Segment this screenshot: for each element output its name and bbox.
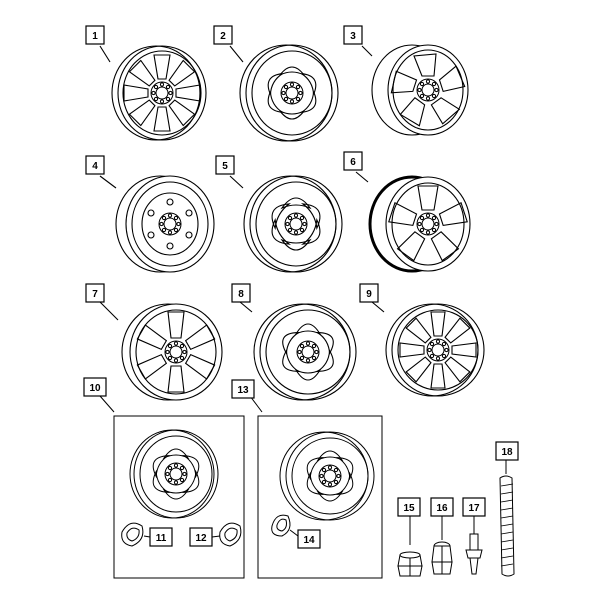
center-cap-11 — [121, 522, 144, 547]
callout-box-2 — [213, 25, 233, 45]
leader-line — [249, 395, 263, 413]
callout-3: 3 — [350, 31, 356, 42]
callout-14: 14 — [303, 535, 315, 546]
callout-box-18 — [495, 441, 519, 461]
leader-line — [99, 45, 111, 63]
leader-line — [229, 45, 244, 63]
leader-line — [371, 301, 385, 313]
leader-line — [355, 171, 369, 183]
callout-4: 4 — [92, 161, 98, 172]
leader-line — [143, 535, 151, 538]
wheel-8 — [239, 301, 357, 401]
callout-15: 15 — [403, 503, 415, 514]
leader-line — [99, 175, 117, 189]
kit-box-10 — [99, 395, 245, 579]
callout-box-11 — [149, 527, 173, 547]
wheel-2 — [229, 44, 339, 142]
callout-box-9 — [359, 283, 379, 303]
callout-1: 1 — [92, 31, 98, 42]
wheel-9 — [371, 301, 485, 397]
leader-line — [99, 301, 119, 321]
lug-nut-15 — [397, 516, 423, 577]
callout-16: 16 — [436, 503, 448, 514]
callout-13: 13 — [237, 385, 249, 396]
callout-box-13 — [231, 379, 255, 399]
callout-box-5 — [215, 155, 235, 175]
callout-box-16 — [430, 497, 454, 517]
callout-box-7 — [85, 283, 105, 303]
wheel-7 — [99, 301, 223, 401]
callout-11: 11 — [156, 533, 167, 544]
callout-box-17 — [462, 497, 486, 517]
callout-box-10 — [83, 377, 107, 397]
callout-2: 2 — [220, 31, 226, 42]
leader-line — [99, 395, 115, 413]
lug-nut-16 — [431, 516, 453, 575]
callout-17: 17 — [468, 503, 480, 514]
callout-box-1 — [85, 25, 105, 45]
wheel-6 — [355, 171, 471, 273]
callout-10: 10 — [89, 383, 101, 394]
kit-box-13 — [249, 395, 383, 579]
callout-box-8 — [231, 283, 251, 303]
leader-line — [211, 535, 221, 538]
wheel-1 — [99, 45, 207, 141]
wheel-5 — [229, 175, 343, 273]
valve-stem-17 — [465, 516, 483, 575]
wheel-weight-strip-18 — [499, 460, 515, 577]
callout-box-12 — [189, 527, 213, 547]
callout-box-6 — [343, 151, 363, 171]
callout-5: 5 — [222, 161, 228, 172]
wheel-4 — [99, 175, 215, 273]
wheel-3 — [361, 44, 469, 136]
leader-line — [229, 175, 244, 189]
callout-7: 7 — [92, 289, 98, 300]
callout-12: 12 — [195, 533, 207, 544]
center-cap-12 — [219, 522, 242, 547]
leader-line — [289, 529, 299, 537]
leader-line — [361, 45, 373, 57]
callout-9: 9 — [366, 289, 372, 300]
callout-box-3 — [343, 25, 363, 45]
callout-box-15 — [397, 497, 421, 517]
leader-line — [239, 301, 253, 313]
callout-8: 8 — [238, 289, 244, 300]
callout-6: 6 — [350, 157, 356, 168]
callout-box-14 — [297, 529, 321, 549]
callout-box-4 — [85, 155, 105, 175]
center-cap-14 — [271, 514, 291, 537]
callout-18: 18 — [501, 447, 513, 458]
